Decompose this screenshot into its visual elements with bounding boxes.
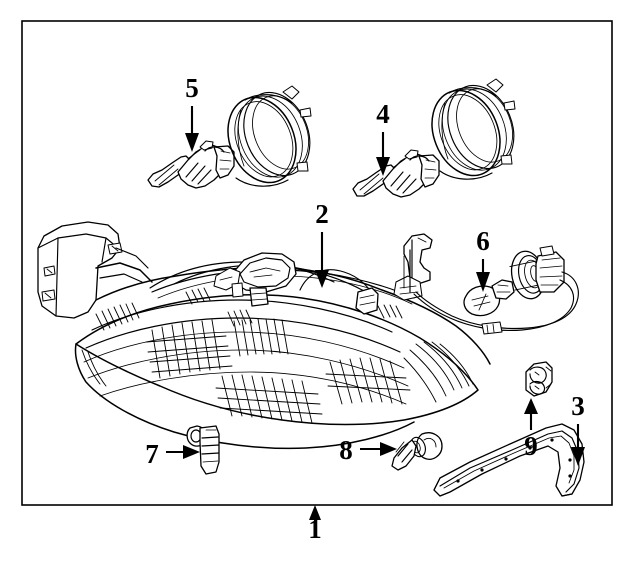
callout-1: 1: [308, 505, 322, 544]
callout-label-3: 3: [571, 391, 585, 421]
lens-fan-left: [81, 349, 107, 387]
callout-7: 7: [145, 439, 200, 469]
callout-5: 5: [185, 73, 199, 152]
lens-grid-center: [145, 319, 233, 379]
callout-6: 6: [476, 226, 490, 292]
bulb-retaining-ring-upper-right: [431, 78, 516, 180]
bulb-socket-with-harness: [413, 245, 579, 335]
wedge-bulb: [463, 279, 515, 317]
aim-adjuster-housing: [213, 252, 297, 307]
callout-label-9: 9: [524, 431, 538, 461]
headlamp-lens-housing-assembly: [74, 261, 491, 450]
callout-label-7: 7: [145, 439, 159, 469]
right-mounting-bracket: [393, 233, 433, 301]
callout-2: 2: [315, 199, 329, 288]
side-marker-wedge-bulb: [391, 432, 443, 471]
callout-9: 9: [524, 398, 538, 461]
callout-8: 8: [339, 435, 397, 465]
callout-label-1: 1: [308, 514, 322, 544]
aim-adjuster-screw: [186, 425, 220, 475]
retainer-clip: [525, 361, 553, 397]
callout-3: 3: [571, 391, 585, 466]
right-adjuster-block: [355, 287, 403, 319]
diagram-border: [21, 20, 613, 506]
callout-label-2: 2: [315, 199, 329, 229]
callout-label-5: 5: [185, 73, 199, 103]
lens-grid-right-upper: [233, 318, 289, 357]
lens-grid-right: [325, 357, 411, 405]
rail-hatch-mid: [227, 309, 253, 327]
lens-hatching-left: [95, 302, 140, 331]
lower-molding-strip: [433, 423, 585, 497]
callout-label-6: 6: [476, 226, 490, 256]
left-mounting-bracket: [37, 221, 153, 319]
lens-grid-lower-center: [215, 374, 323, 424]
callout-4: 4: [376, 99, 390, 176]
halogen-bulb-upper-right: [352, 149, 440, 198]
callout-label-8: 8: [339, 435, 353, 465]
lens-fan-right: [403, 341, 474, 403]
rail-hatch-left: [185, 287, 211, 305]
bulb-retaining-ring-upper-left: [227, 85, 312, 187]
halogen-bulb-upper-left: [147, 140, 235, 189]
callout-label-4: 4: [376, 99, 390, 129]
